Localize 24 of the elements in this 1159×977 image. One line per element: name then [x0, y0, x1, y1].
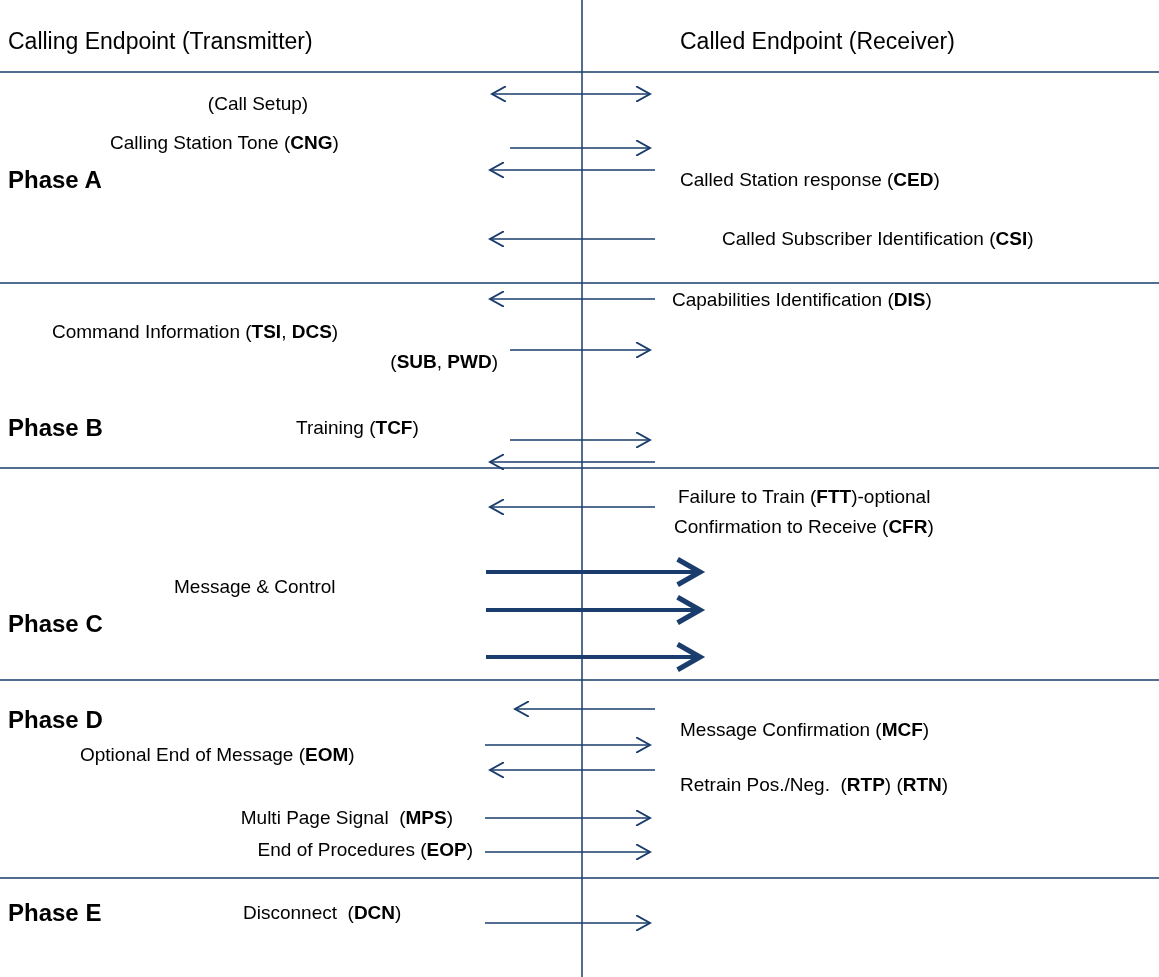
signal-label: Retrain Pos./Neg. (RTP) (RTN)	[680, 773, 949, 797]
phase-label: Phase B	[8, 413, 103, 443]
phase-label: Phase C	[8, 609, 103, 639]
signal-label: Training (TCF)	[296, 416, 419, 440]
signal-label: Calling Station Tone (CNG)	[110, 131, 339, 155]
signal-label: Multi Page Signal (MPS)	[240, 806, 453, 830]
signal-label: Confirmation to Receive (CFR)	[674, 515, 934, 539]
signal-label: Message Confirmation (MCF)	[680, 718, 930, 742]
signal-label: Command Information (TSI, DCS)	[52, 320, 339, 344]
signal-label: Called Subscriber Identification (CSI)	[722, 227, 1034, 251]
phase-label: Phase D	[8, 705, 103, 735]
signal-label: Failure to Train (FTT)-optional	[678, 485, 931, 509]
signal-label: End of Procedures (EOP)	[257, 838, 473, 862]
signal-label: Called Station response (CED)	[680, 168, 940, 192]
column-heading: Called Endpoint (Receiver)	[680, 28, 955, 56]
column-heading: Calling Endpoint (Transmitter)	[8, 28, 313, 56]
phase-label: Phase A	[8, 165, 102, 195]
signal-label: Capabilities Identification (DIS)	[672, 288, 932, 312]
phase-label: Phase E	[8, 898, 102, 928]
signal-label: Disconnect (DCN)	[243, 901, 402, 925]
signal-label: Message & Control	[174, 575, 336, 599]
signal-label: Optional End of Message (EOM)	[80, 743, 355, 767]
signal-label: (SUB, PWD)	[390, 350, 498, 374]
signal-label: (Call Setup)	[207, 92, 309, 116]
